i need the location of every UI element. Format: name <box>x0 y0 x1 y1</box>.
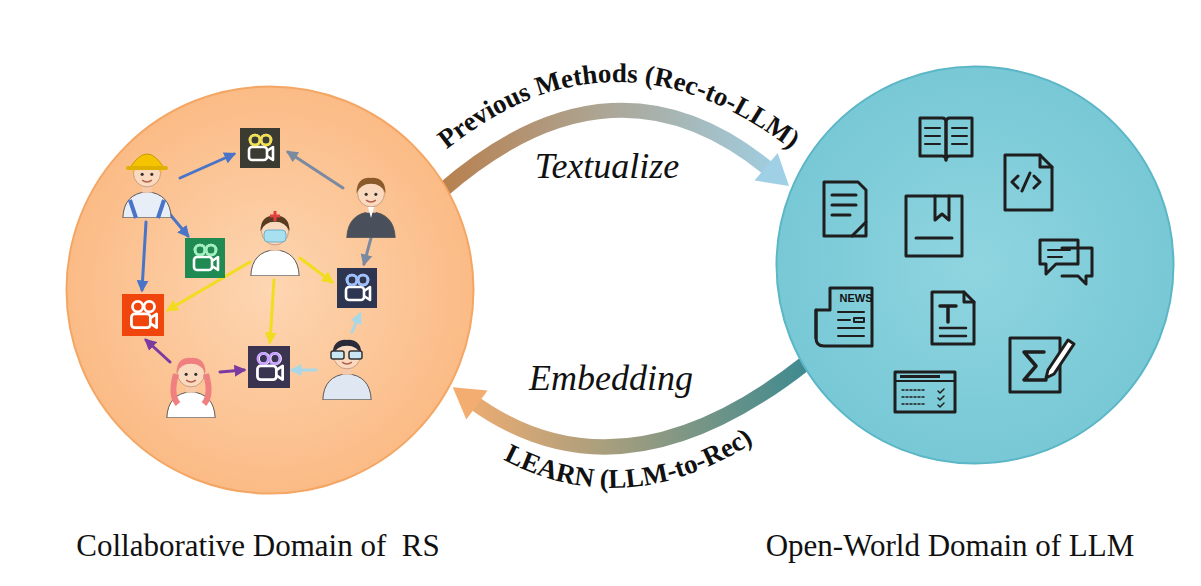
circle-outline <box>775 65 1175 465</box>
domain-caption: Collaborative Domain of RS <box>76 528 439 564</box>
domain-circle: Open-World Domain of LLM <box>775 65 1175 465</box>
icon-text: NEWS <box>840 292 873 304</box>
domain-circle: Collaborative Domain of RS <box>65 85 475 495</box>
curved-arrow <box>442 110 789 190</box>
edge-label: LEARN (LLM-to-Rec) <box>500 422 757 494</box>
step-label: Textualize <box>535 145 680 187</box>
edge-label: Previous Methods (Rec-to-LLM) <box>432 58 806 155</box>
circle-outline <box>65 85 475 495</box>
step-label: Embedding <box>529 357 693 399</box>
domain-caption: Open-World Domain of LLM <box>766 528 1135 564</box>
